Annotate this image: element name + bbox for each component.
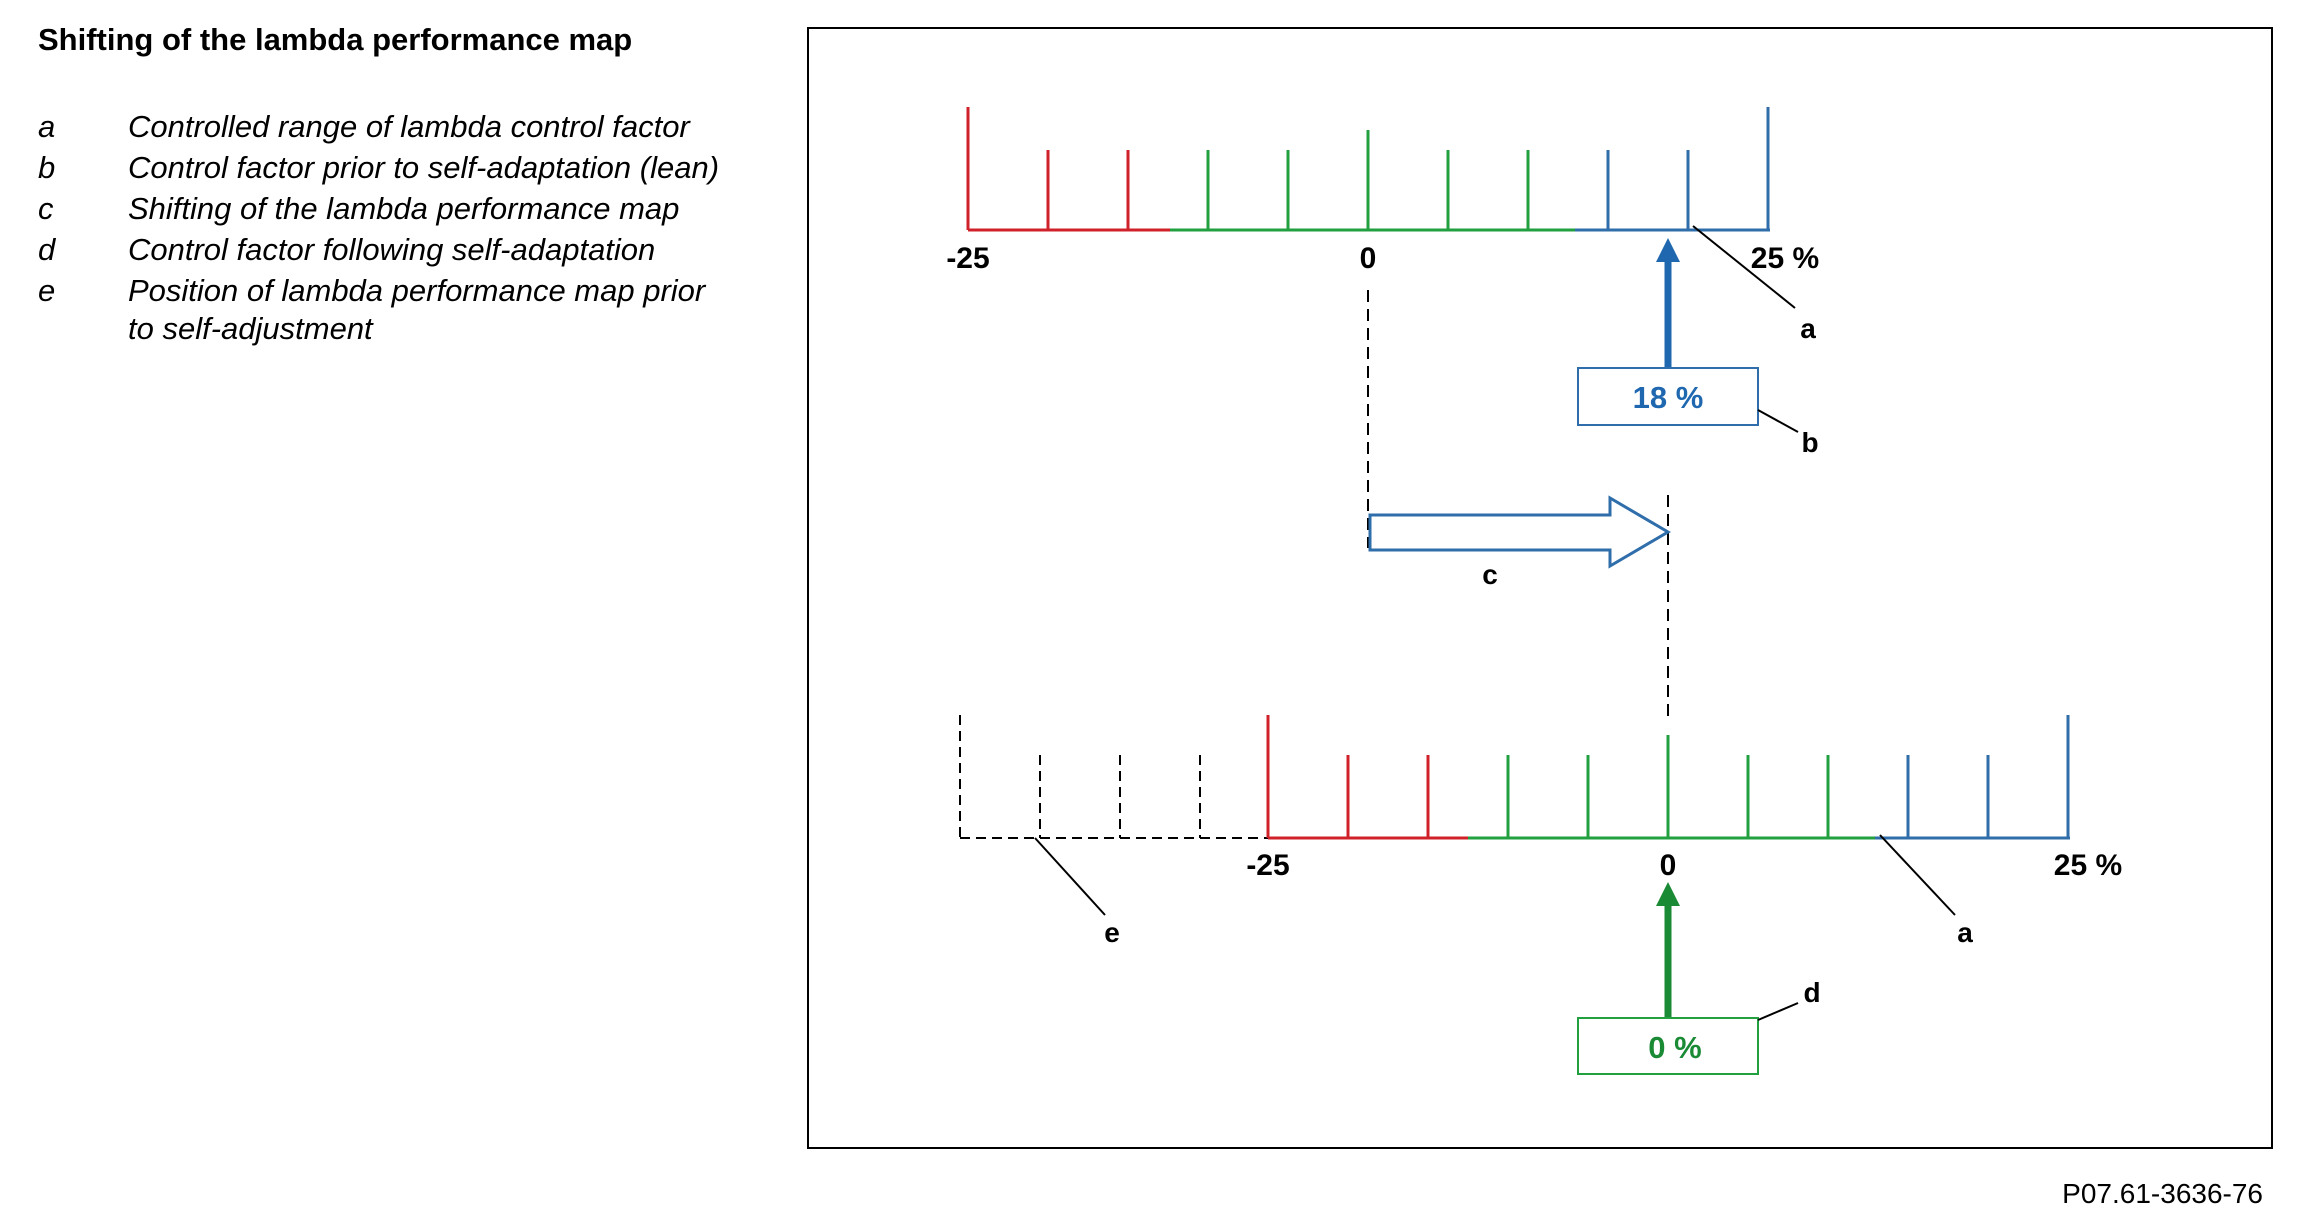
- diagram-frame: [807, 27, 2273, 1149]
- legend-item-a: a Controlled range of lambda control fac…: [38, 108, 738, 146]
- callout-e-leader: [1034, 837, 1106, 916]
- top-scale-max-label: 25 %: [1751, 242, 1819, 275]
- legend-text: Position of lambda performance map prior…: [128, 273, 706, 346]
- value-after-box: [1577, 1017, 1759, 1075]
- legend-item-c: c Shifting of the lambda performance map: [38, 190, 738, 228]
- value-after-indicator: 0 % d: [1577, 882, 1821, 1075]
- bottom-scale-max-label: 25 %: [2054, 849, 2122, 882]
- legend-item-b: b Control factor prior to self-adaptatio…: [38, 149, 738, 187]
- figure-reference: P07.61-3636-76: [2062, 1178, 2263, 1209]
- value-before-label: 18 %: [1633, 380, 1704, 415]
- callout-d-label: d: [1803, 977, 1820, 1008]
- legend-key: d: [38, 232, 56, 267]
- bottom-scale-zero-label: 0: [1660, 849, 1677, 882]
- value-before-indicator: 18 % b: [1577, 238, 1819, 458]
- bottom-scale-min-label: -25: [1246, 849, 1289, 882]
- bottom-scale: -25 0 25 % e a: [959, 715, 2122, 948]
- shift-arrow-icon: [1368, 495, 1671, 569]
- page-title: Shifting of the lambda performance map: [38, 22, 633, 57]
- green-arrow-head-icon: [1656, 882, 1680, 906]
- callout-a-bottom-label: a: [1957, 917, 1973, 948]
- legend-item-d: d Control factor following self-adaptati…: [38, 231, 738, 269]
- legend-list: a Controlled range of lambda control fac…: [38, 108, 738, 351]
- legend-text: Control factor following self-adaptation: [128, 232, 656, 267]
- top-scale-min-label: -25: [946, 242, 989, 275]
- legend-key: a: [38, 109, 56, 144]
- legend-key: e: [38, 273, 56, 308]
- callout-a-bottom-leader: [1879, 834, 1956, 916]
- legend-text: Control factor prior to self-adaptation …: [128, 150, 720, 185]
- top-scale: -25 0 25 % a: [946, 107, 1819, 344]
- callout-b-label: b: [1801, 427, 1818, 458]
- callout-a-top-label: a: [1800, 313, 1816, 344]
- callout-a-top-leader: [1692, 225, 1796, 309]
- legend-item-e: e Position of lambda performance map pri…: [38, 272, 738, 348]
- blue-arrow-head-icon: [1656, 238, 1680, 262]
- callout-d-leader: [1757, 1002, 1799, 1021]
- legend-text: Controlled range of lambda control facto…: [128, 109, 690, 144]
- legend-key: b: [38, 150, 56, 185]
- callout-b-leader: [1757, 409, 1799, 433]
- shift-arrow: c: [1367, 290, 1671, 718]
- legend-key: c: [38, 191, 54, 226]
- legend-text: Shifting of the lambda performance map: [128, 191, 680, 226]
- value-before-box: [1577, 367, 1759, 426]
- top-scale-zero-label: 0: [1360, 242, 1377, 275]
- callout-e-label: e: [1104, 917, 1120, 948]
- value-after-label: 0 %: [1648, 1030, 1701, 1065]
- callout-c-label: c: [1482, 559, 1498, 590]
